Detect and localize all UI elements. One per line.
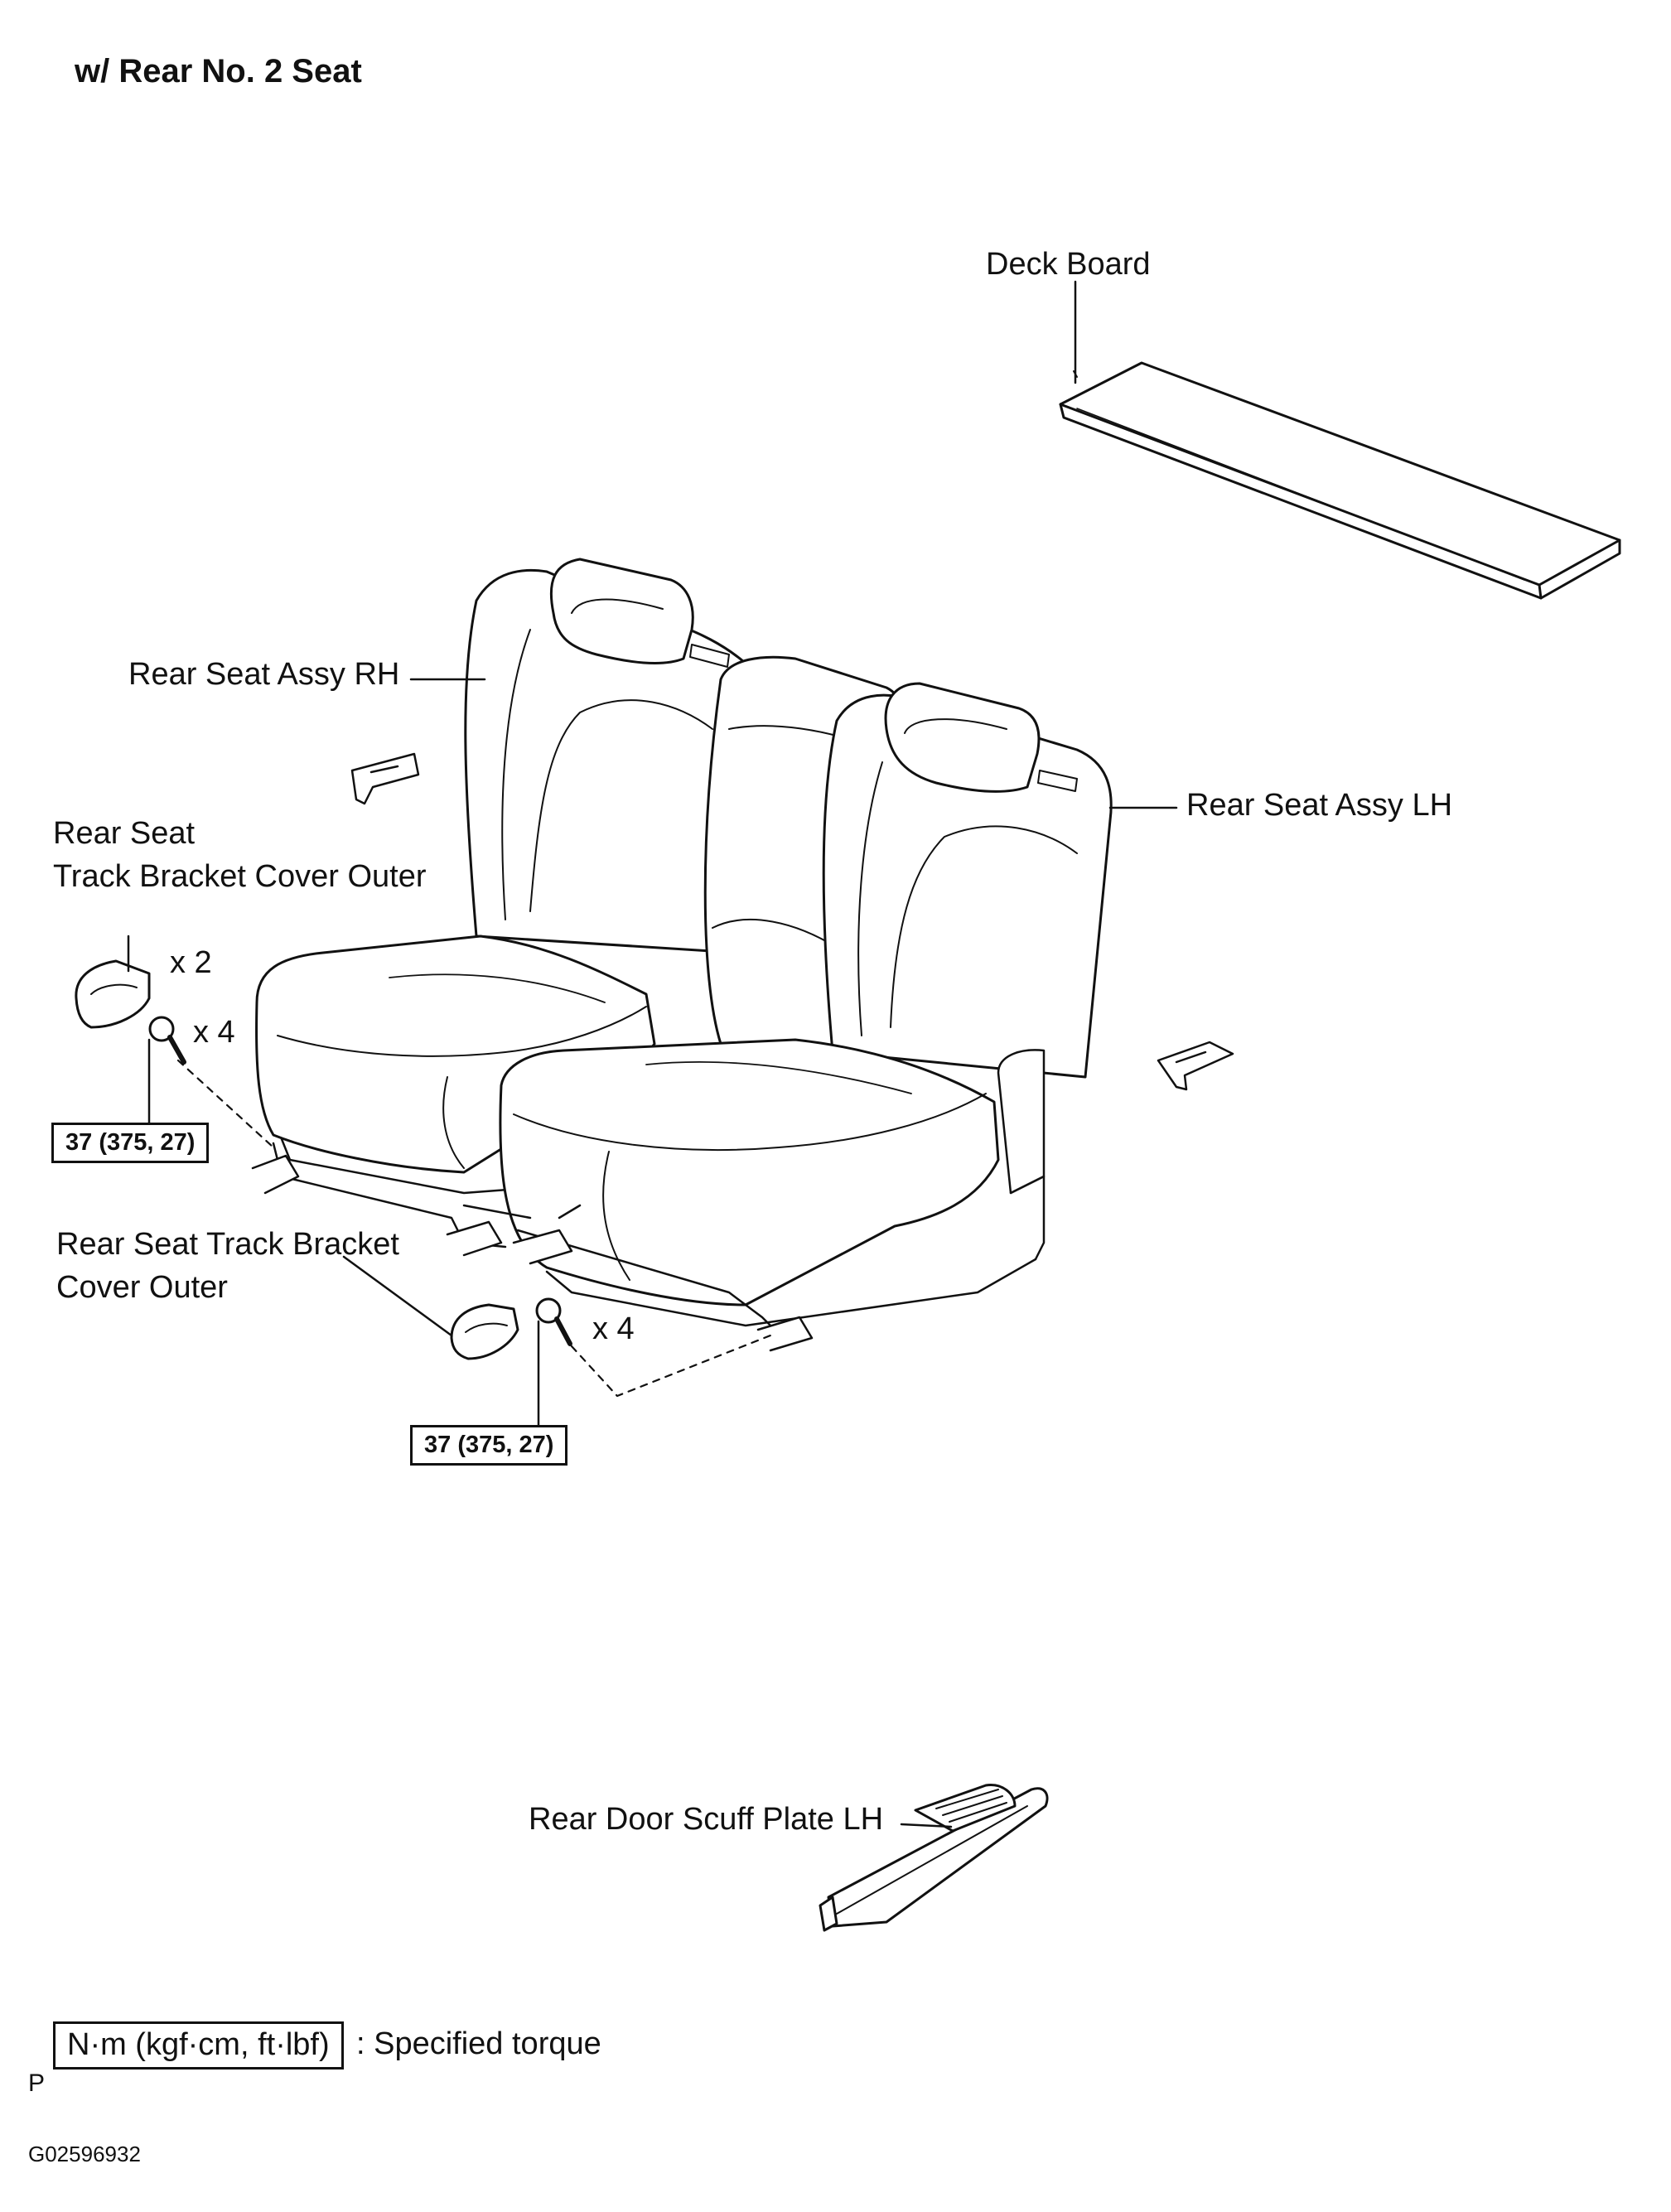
bolt-rh — [147, 1016, 186, 1137]
figure-id: G02596932 — [28, 2142, 141, 2166]
label-cover-outer-rh-line1: Rear Seat — [53, 816, 196, 851]
legend-unit-box: N·m (kgf·cm, ft·lbf) — [53, 2021, 344, 2070]
torque-spec-lh: 37 (375, 27) — [410, 1425, 568, 1466]
page-title: w/ Rear No. 2 Seat — [75, 53, 362, 89]
label-rear-seat-rh: Rear Seat Assy RH — [128, 657, 400, 692]
bracket-clip-left — [350, 752, 420, 805]
label-qty-covers: x 2 — [170, 945, 212, 980]
page-mark: P — [28, 2070, 46, 2097]
bolt-lh — [535, 1297, 572, 1433]
label-cover-outer-lh-line1: Rear Seat Track Bracket — [56, 1227, 399, 1262]
label-rear-seat-lh: Rear Seat Assy LH — [1186, 788, 1453, 823]
torque-spec-rh: 37 (375, 27) — [51, 1123, 210, 1163]
label-qty-bolts-lh: x 4 — [592, 1311, 635, 1346]
bracket-clip-right — [1157, 1041, 1234, 1091]
seat-track-brackets — [251, 1142, 814, 1352]
track-bracket-cover-lh — [342, 1255, 519, 1360]
bolt-path-lh — [570, 1332, 776, 1398]
label-deck-board: Deck Board — [986, 247, 1151, 282]
deck-board-part — [1059, 361, 1621, 600]
label-cover-outer-lh-line2: Cover Outer — [56, 1270, 228, 1305]
rear-door-scuff-plate-part — [819, 1784, 1049, 1932]
label-cover-outer-rh-line2: Track Bracket Cover Outer — [53, 859, 427, 894]
label-scuff-plate: Rear Door Scuff Plate LH — [529, 1802, 884, 1837]
track-bracket-cover-rh — [75, 935, 151, 1029]
bolt-path-rh — [176, 1059, 275, 1149]
rear-seat-lh-part — [499, 682, 1113, 1327]
label-qty-bolts-rh: x 4 — [193, 1015, 235, 1050]
legend-description: : Specified torque — [356, 2026, 601, 2061]
